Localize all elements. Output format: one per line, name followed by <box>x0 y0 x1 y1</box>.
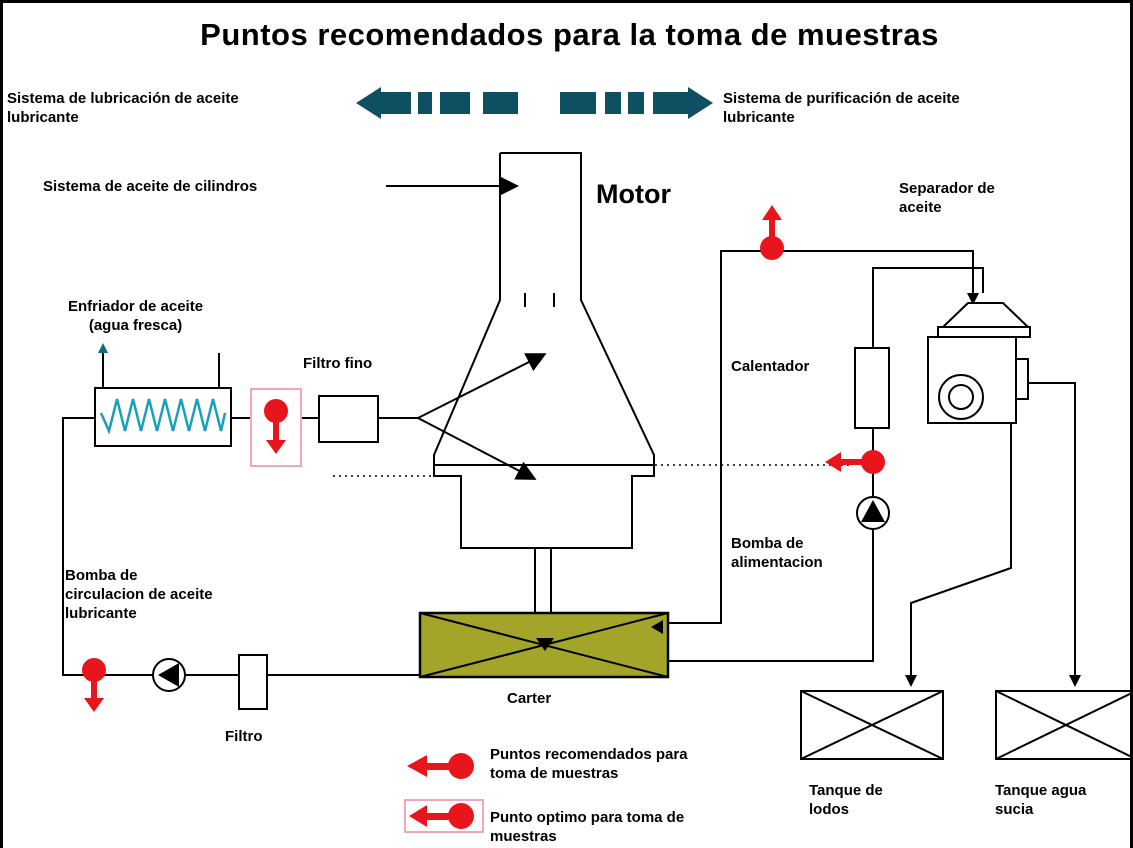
label-heater: Calentador <box>731 358 810 375</box>
oil-inlet-arrow-lower <box>417 417 537 480</box>
sample-point-separator-icon <box>760 205 784 260</box>
label-filter: Filtro <box>225 728 263 745</box>
legend-recommended-icon <box>407 753 474 779</box>
label-lubrication-system: Sistema de lubricación de aceite lubrica… <box>7 90 239 126</box>
optimal-sample-point-icon <box>264 399 288 454</box>
label-crankcase: Carter <box>507 690 552 707</box>
oil-cooler <box>94 387 232 447</box>
left-direction-arrow <box>356 87 518 119</box>
motor-body <box>433 152 655 549</box>
lubrication-circuit <box>62 353 420 676</box>
label-purification-system: Sistema de purificación de aceite lubric… <box>723 90 960 126</box>
label-circulation-pump: Bomba de circulacion de aceite lubricant… <box>65 567 213 622</box>
page-title: Puntos recomendados para la toma de mues… <box>200 17 939 52</box>
heater <box>854 347 890 429</box>
legend-recommended-label: Puntos recomendados para toma de muestra… <box>490 746 688 782</box>
fine-filter <box>318 395 379 443</box>
legend-optimal-icon <box>409 803 474 829</box>
legend-optimal-label: Punto optimo para toma de muestras <box>490 809 685 845</box>
sludge-tank <box>800 690 944 760</box>
label-sludge-tank: Tanque de lodos <box>809 782 883 818</box>
right-direction-arrow <box>560 87 713 119</box>
circulation-pump-icon <box>152 658 186 692</box>
label-cylinder-oil: Sistema de aceite de cilindros <box>43 178 258 195</box>
feed-pump-icon <box>856 496 890 530</box>
label-fine-filter: Filtro fino <box>303 355 373 372</box>
label-dirty-water-tank: Tanque agua sucia <box>995 782 1087 818</box>
flow-diagram <box>62 87 1130 833</box>
label-motor: Motor <box>596 179 671 209</box>
dirty-water-tank <box>995 690 1130 760</box>
label-separator: Separador de aceite <box>899 180 995 216</box>
filter <box>238 654 268 710</box>
oil-inlet-arrow-upper <box>417 353 547 419</box>
label-feed-pump: Bomba de alimentacion <box>731 535 823 571</box>
sample-point-circ-icon <box>82 658 106 712</box>
crankcase <box>418 611 670 679</box>
sample-point-heater-icon <box>825 450 885 474</box>
oil-separator <box>927 302 1031 424</box>
label-cooler: Enfriador de aceite (agua fresca) <box>68 298 204 334</box>
